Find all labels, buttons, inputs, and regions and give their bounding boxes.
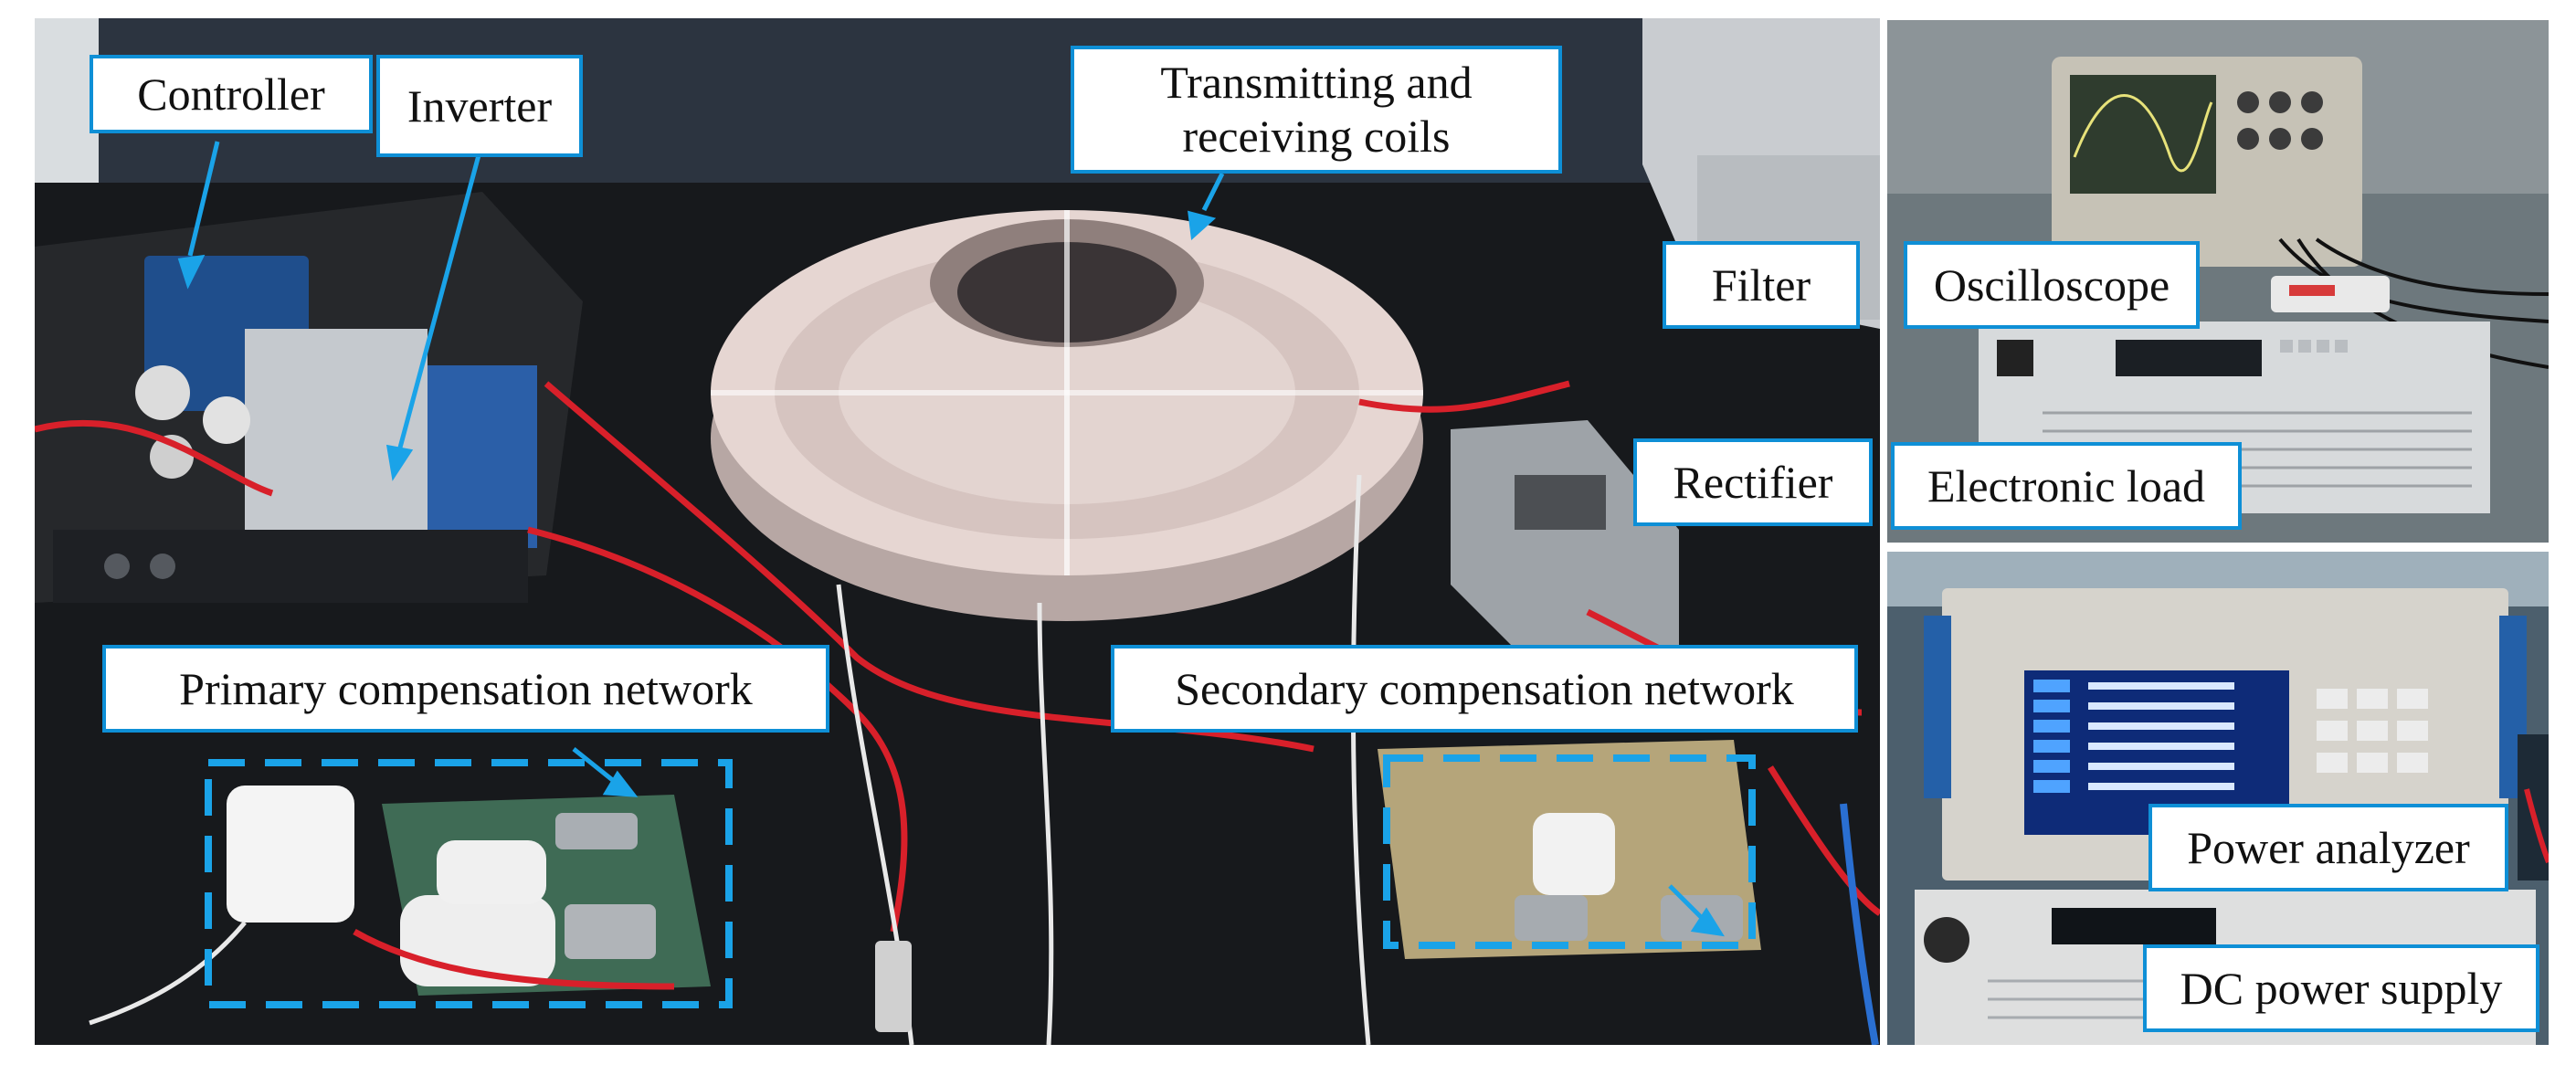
coils-label-line1: Transmitting and bbox=[1160, 57, 1473, 108]
dc-supply-label: DC power supply bbox=[2143, 944, 2539, 1032]
main-bench-photo bbox=[35, 18, 1880, 1045]
leader-arrows bbox=[177, 141, 1725, 937]
secondary-network-outline bbox=[1383, 754, 1756, 949]
white-cables bbox=[89, 474, 1371, 1045]
coils-label: Transmitting and receiving coils bbox=[1071, 46, 1562, 174]
primary-network-label: Primary compensation network bbox=[102, 645, 829, 733]
electronic-load-label: Electronic load bbox=[1891, 442, 2242, 530]
heatsink bbox=[245, 329, 428, 548]
oscilloscope-screen bbox=[2070, 75, 2216, 194]
controller-label: Controller bbox=[90, 55, 373, 133]
coils-label-line2: receiving coils bbox=[1182, 111, 1451, 162]
inverter-label: Inverter bbox=[376, 55, 583, 157]
power-analyzer-label: Power analyzer bbox=[2148, 804, 2508, 891]
rectifier-label: Rectifier bbox=[1633, 438, 1873, 526]
oscilloscope-label: Oscilloscope bbox=[1904, 241, 2200, 329]
secondary-network-label: Secondary compensation network bbox=[1111, 645, 1858, 733]
primary-network-outline bbox=[205, 759, 733, 1008]
bench-scene bbox=[35, 18, 1880, 1045]
rectifier-heatsink bbox=[1451, 420, 1679, 658]
filter-label: Filter bbox=[1663, 241, 1860, 329]
